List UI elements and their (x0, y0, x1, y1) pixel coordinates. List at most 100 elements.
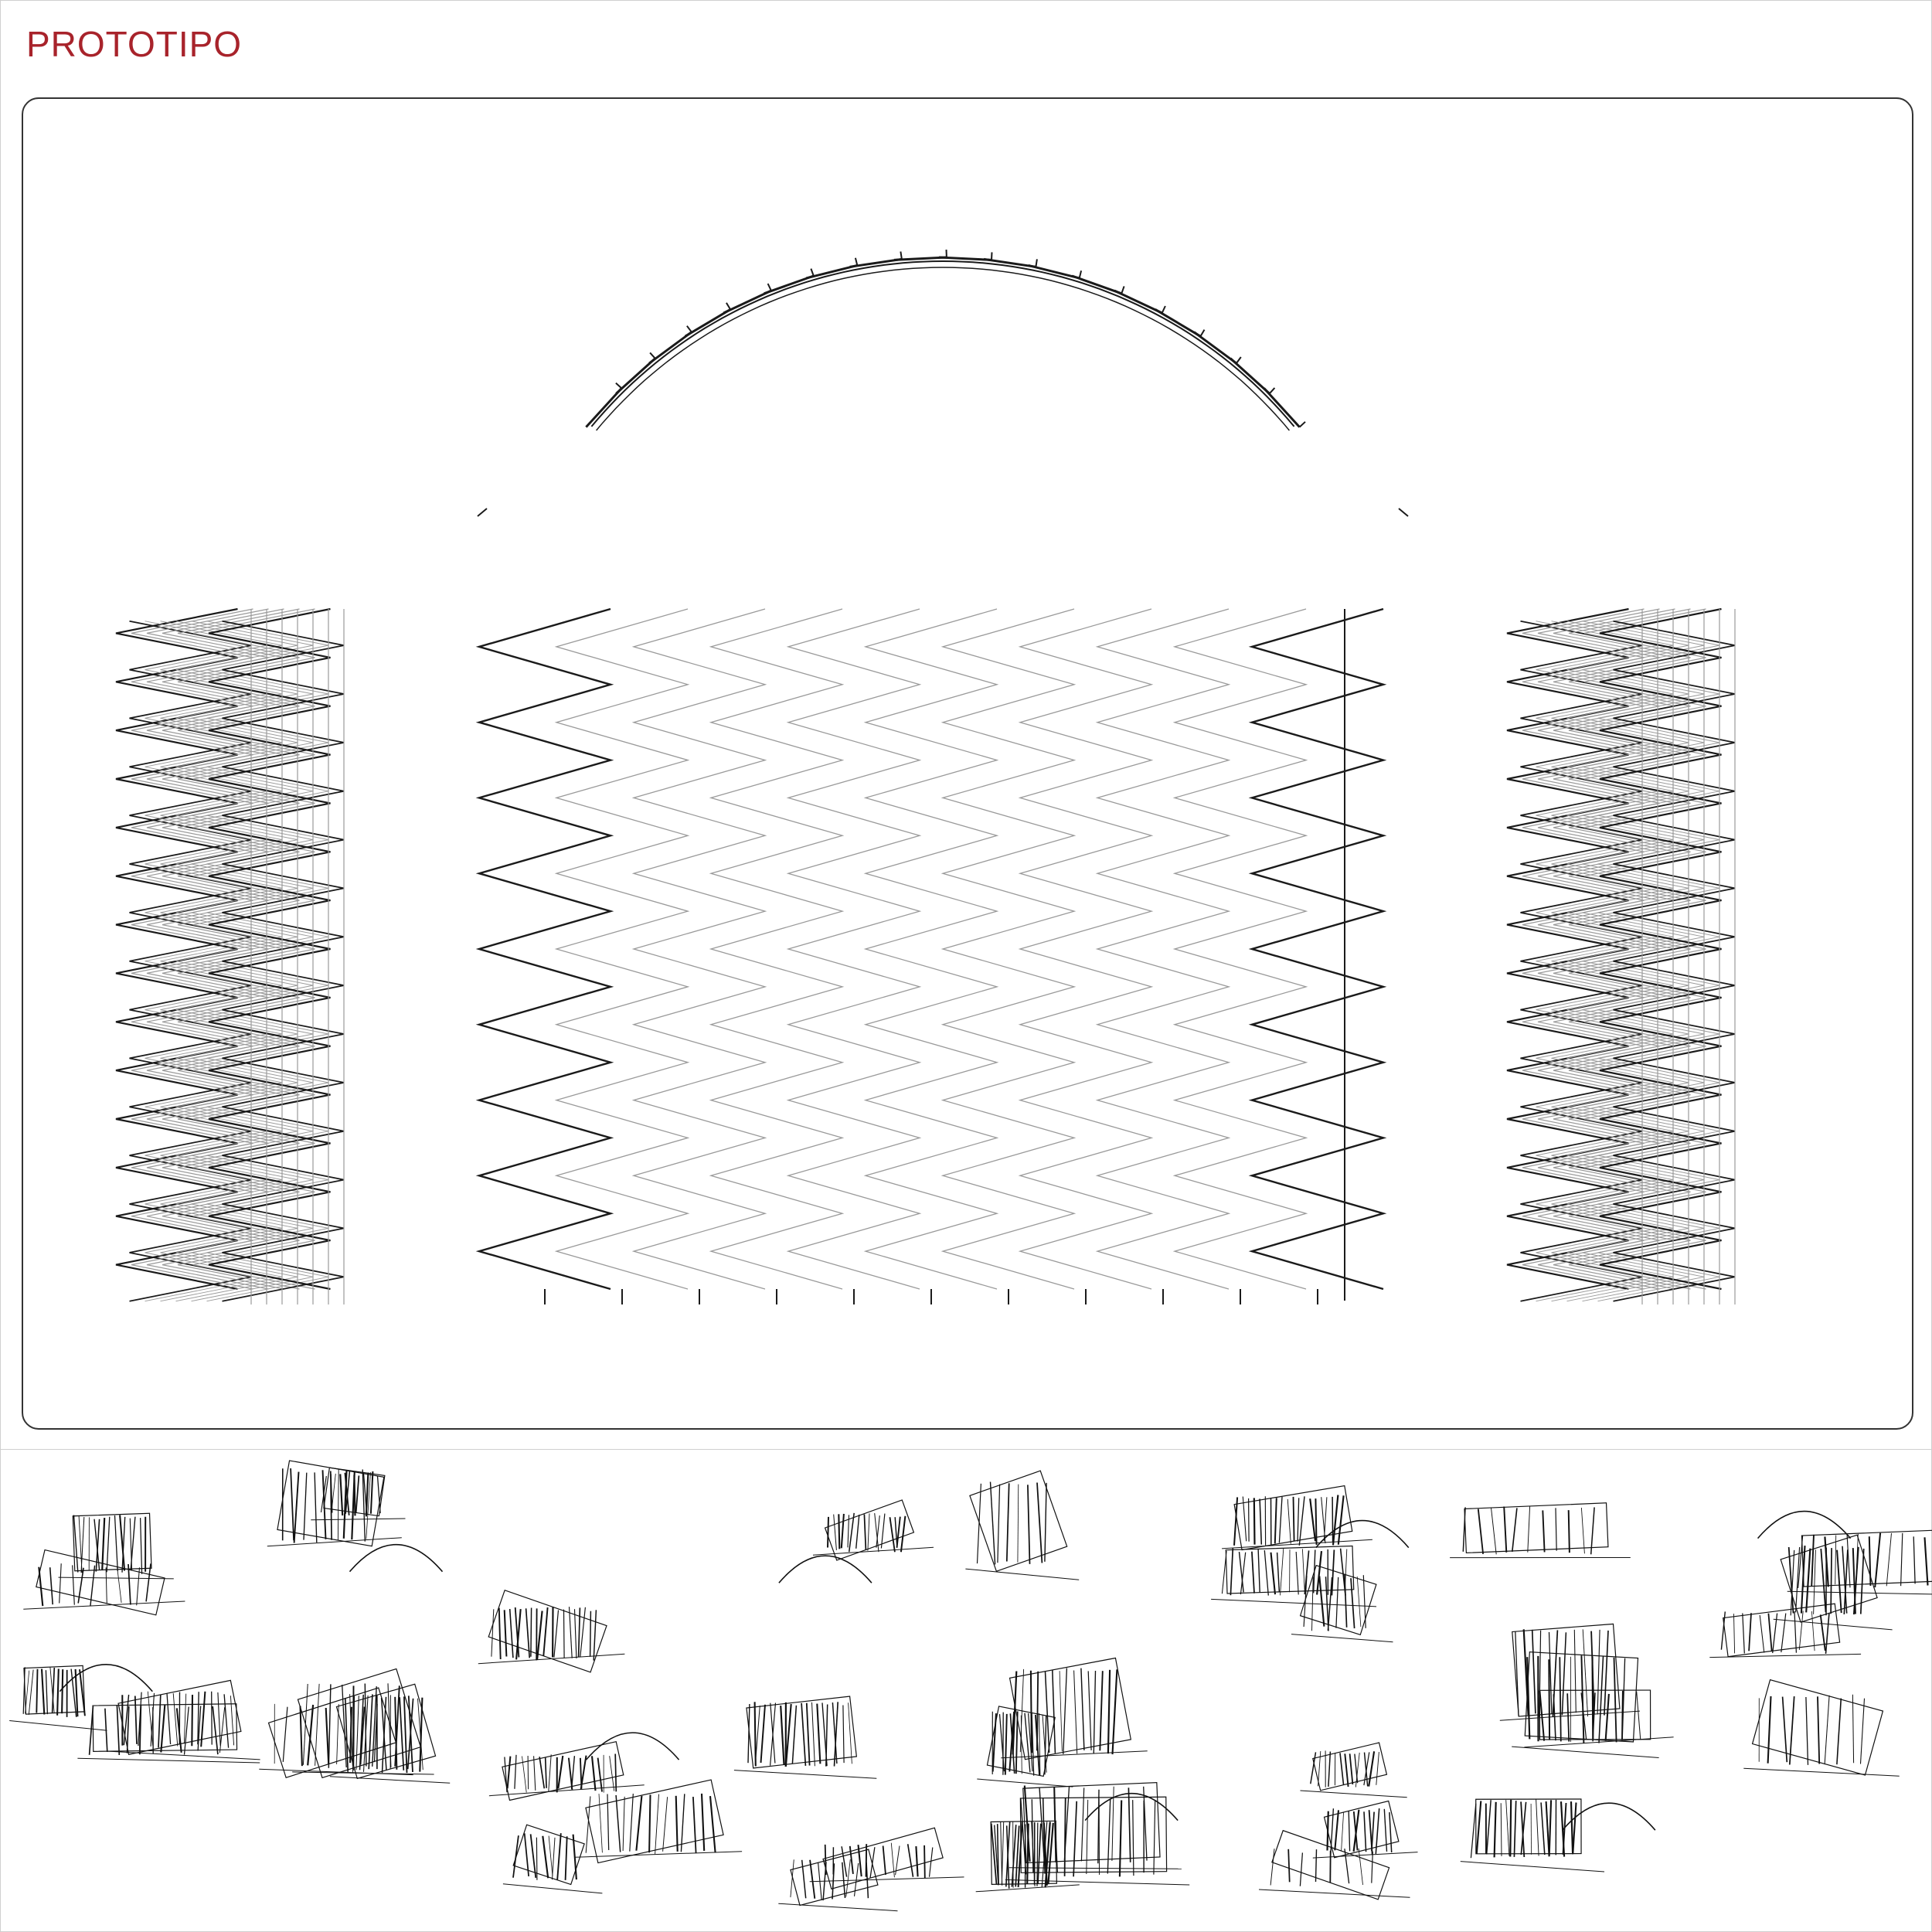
hatch-stroke (197, 1706, 202, 1751)
hatch-stroke (1859, 1698, 1866, 1764)
hatch-stroke (498, 1607, 502, 1660)
hatch-stroke (1817, 1696, 1821, 1764)
hatch-stroke (1036, 1482, 1043, 1563)
hatch-stroke (364, 1683, 367, 1767)
hatch-stroke (597, 1757, 603, 1792)
hatch-stroke (1349, 1753, 1354, 1785)
hatch-stroke (692, 1797, 697, 1854)
hatch-stroke (593, 1610, 597, 1661)
hatch-stroke (514, 1754, 517, 1789)
arch-sketch (585, 1732, 680, 1760)
arch-segment (849, 257, 903, 268)
hatch-stroke (136, 1567, 141, 1606)
hatch-stroke (1886, 1532, 1892, 1587)
truss-zigzag-offset (129, 620, 252, 1302)
hatch-stroke (1270, 1849, 1275, 1886)
hatch-stroke (563, 1609, 565, 1658)
hatch-stroke (1093, 1670, 1097, 1753)
arch-segment (648, 331, 692, 365)
hatch-stroke (906, 1844, 914, 1877)
hatch-stroke (147, 1691, 154, 1747)
hatched-sketch (1512, 1651, 1659, 1758)
hatch-stroke (1318, 1576, 1325, 1627)
truss-zigzag-offset (1551, 621, 1674, 1302)
hatch-stroke (1052, 1669, 1056, 1753)
arch-section (477, 250, 1409, 517)
arch-sketch (1562, 1802, 1656, 1831)
hatch-stroke (598, 1794, 603, 1853)
ground-line (778, 1903, 898, 1912)
ground-line (107, 1750, 260, 1760)
plan-zigzag (709, 608, 845, 1290)
hatch-stroke (635, 1795, 643, 1851)
hatch-stroke (548, 1754, 552, 1791)
plan-zigzag (786, 608, 922, 1290)
hatch-stroke (1087, 1671, 1092, 1750)
hatch-stroke (1107, 1669, 1111, 1754)
ground-line (77, 1757, 260, 1764)
hatch-stroke (1852, 1694, 1855, 1764)
hatch-stroke (1107, 1799, 1111, 1874)
arch-segment (764, 274, 815, 295)
hatch-stroke (790, 1859, 794, 1898)
hatch-stroke (51, 1667, 56, 1713)
hatch-stroke (1009, 1711, 1015, 1772)
hatch-stroke (1842, 1546, 1848, 1614)
hatch-stroke (1505, 1800, 1510, 1856)
hatch-stroke (990, 1823, 998, 1885)
hatch-stroke (1304, 1550, 1310, 1595)
left-elevation (115, 607, 345, 1304)
hatch-stroke (805, 1702, 811, 1766)
sketch-outline (488, 1589, 607, 1673)
hatch-stroke (622, 1796, 625, 1852)
hatch-stroke (523, 1833, 529, 1876)
hatch-stroke (160, 1705, 166, 1753)
hatch-stroke (994, 1825, 999, 1886)
plan-zigzag (1095, 608, 1231, 1290)
hatch-stroke (130, 1516, 136, 1570)
hatch-stroke (56, 1668, 60, 1716)
hatch-stroke (1787, 1546, 1794, 1614)
ground-line (292, 1771, 434, 1775)
hatch-stroke (223, 1694, 230, 1748)
hatch-stroke (1813, 1549, 1816, 1614)
hatch-stroke (121, 1516, 126, 1573)
arch-segment (1155, 308, 1202, 338)
truss-zigzag (1583, 608, 1706, 1290)
hatch-stroke (1522, 1629, 1529, 1716)
hatch-stroke (1485, 1800, 1492, 1855)
hatch-stroke (529, 1834, 537, 1879)
hatch-stroke (1836, 1549, 1842, 1614)
hatch-stroke (1835, 1535, 1837, 1585)
sketch-outline (585, 1779, 724, 1864)
hatch-stroke (1017, 1821, 1023, 1887)
hatched-sketch (267, 1460, 402, 1547)
hatch-stroke (105, 1567, 107, 1604)
arch-segment-tick (810, 268, 815, 277)
hatch-stroke (61, 1669, 64, 1714)
hatch-stroke (200, 1691, 206, 1747)
hatch-stroke (290, 1468, 294, 1541)
hatch-stroke (1548, 1631, 1553, 1714)
hatch-stroke (219, 1707, 226, 1753)
hatch-stroke (1315, 1498, 1318, 1546)
hatched-sketch (812, 1499, 934, 1561)
hatch-stroke (1500, 1803, 1502, 1856)
hatch-stroke (1742, 1613, 1745, 1654)
truss-zigzag (208, 607, 331, 1291)
hatch-stroke (299, 1706, 303, 1767)
hatch-stroke (1086, 1799, 1089, 1875)
hatch-stroke (816, 1703, 821, 1764)
hatch-stroke (1233, 1497, 1239, 1546)
arch-segment (1071, 274, 1122, 295)
hatch-stroke (355, 1475, 360, 1513)
hatch-stroke (1344, 1549, 1348, 1593)
ground-line (975, 1884, 1080, 1893)
hatch-stroke (1337, 1495, 1345, 1545)
hatch-stroke (1031, 1713, 1035, 1776)
hatched-sketch (58, 1512, 174, 1580)
hatch-stroke (1811, 1534, 1815, 1587)
hatch-stroke (1562, 1802, 1567, 1855)
hatch-stroke (211, 1691, 213, 1745)
hatch-stroke (833, 1702, 839, 1767)
